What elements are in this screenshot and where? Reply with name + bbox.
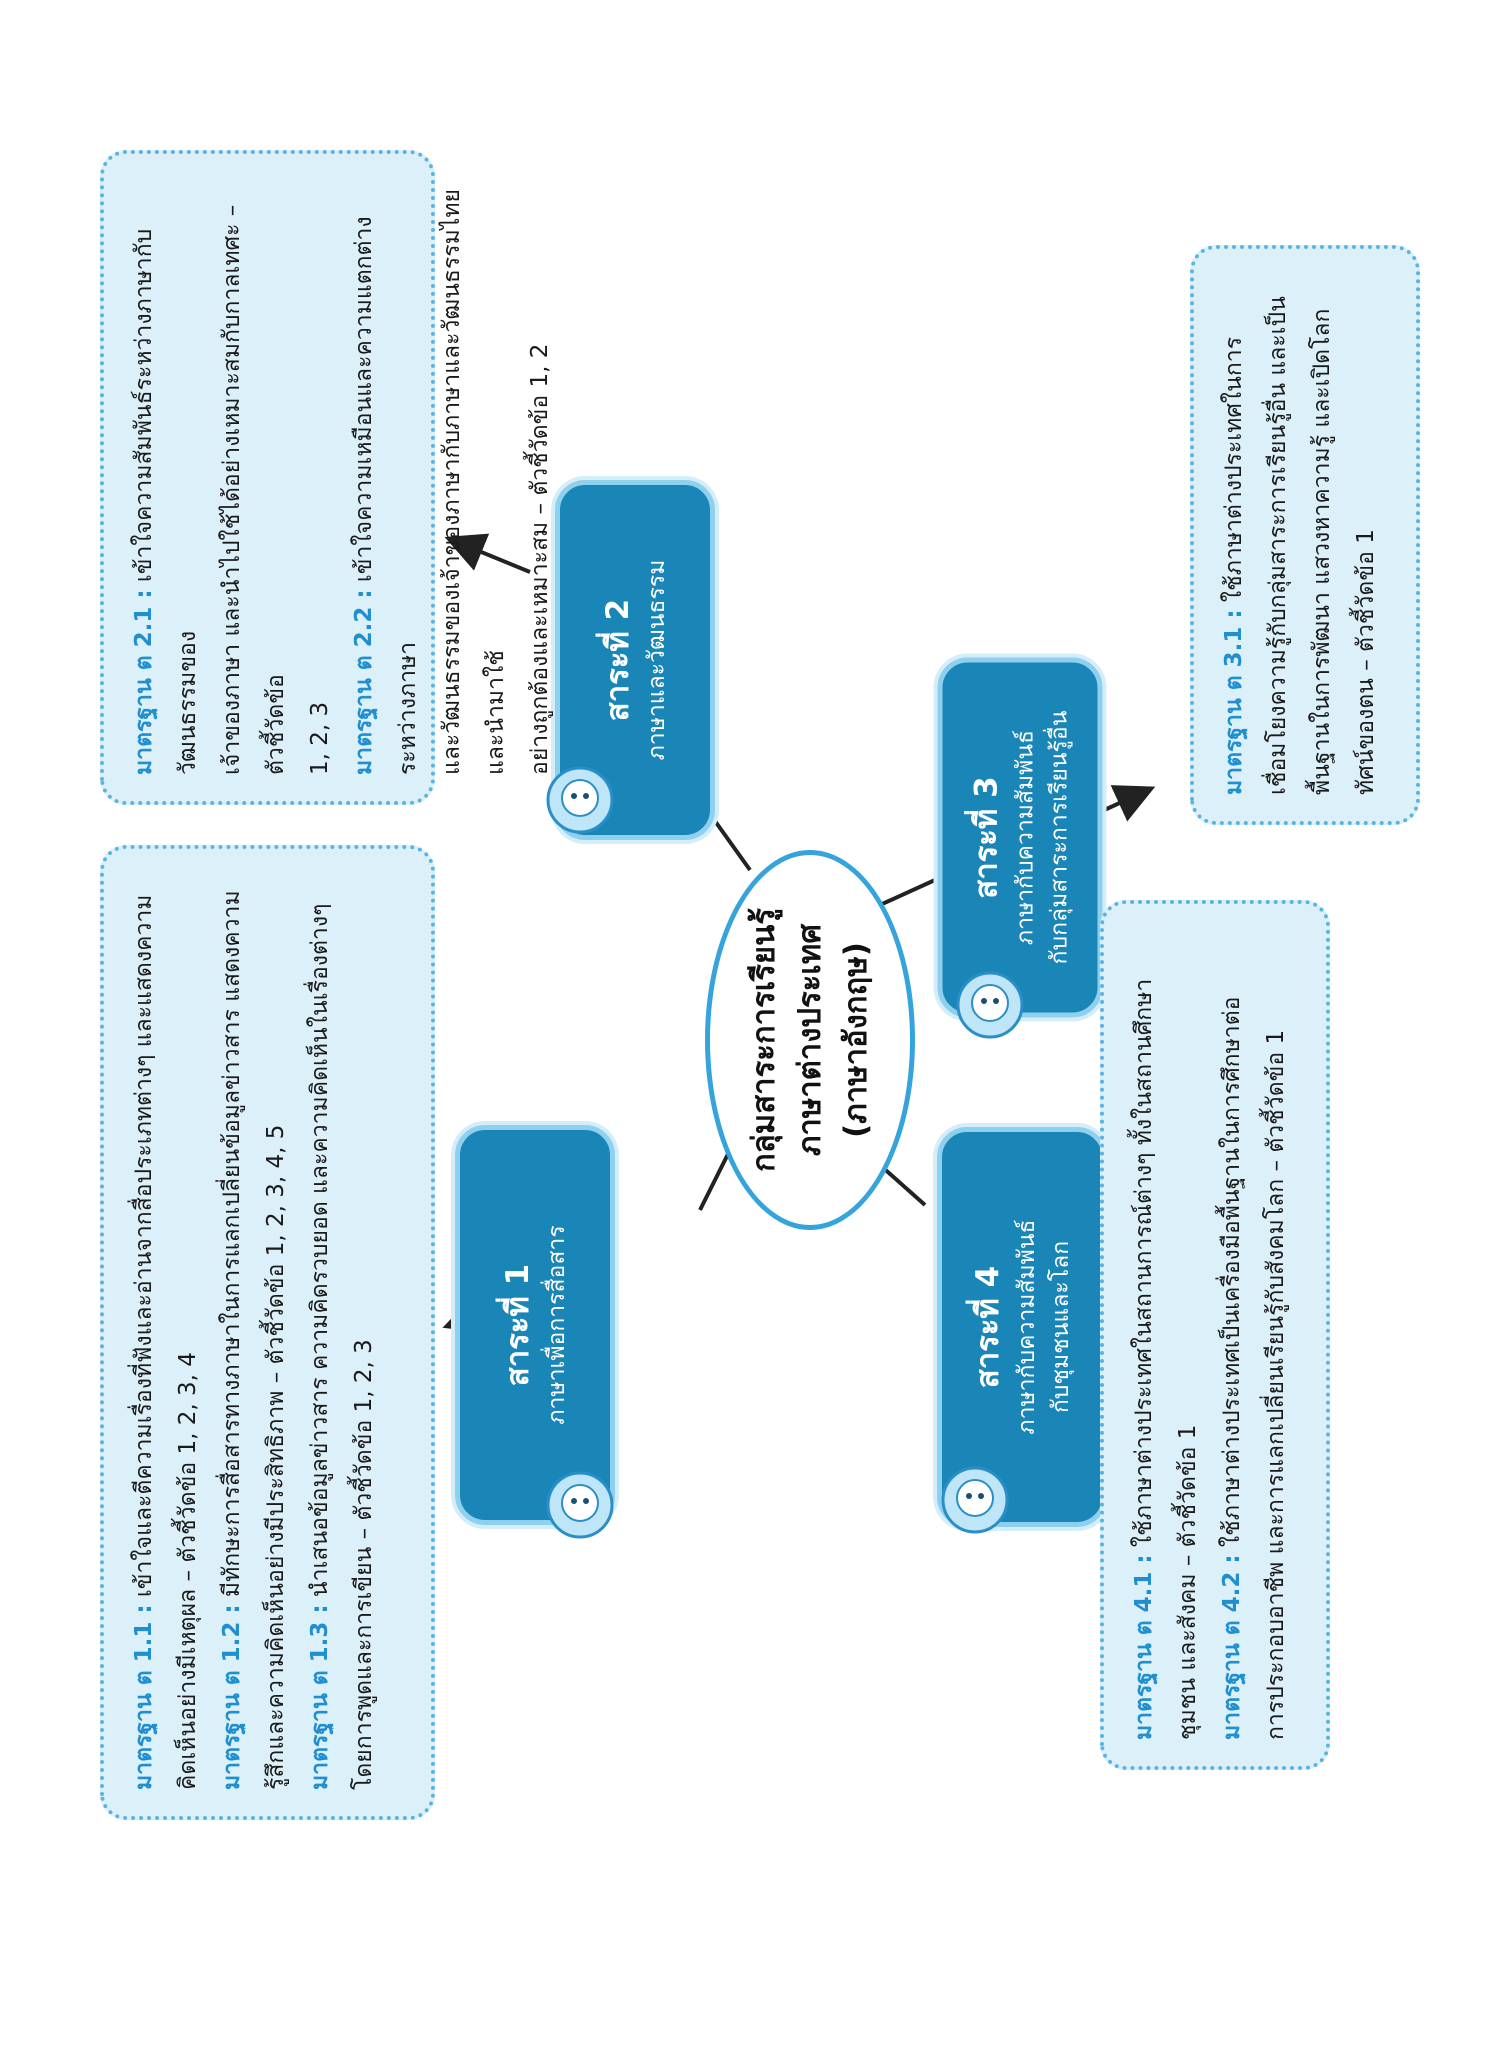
topic-4-title: สาระที่ 4 <box>970 1265 1006 1389</box>
arrow-topic3 <box>1099 785 1156 822</box>
std3-line-4: ทัศน์ของตน – ตัวชี้วัดข้อ 1 <box>1353 529 1379 795</box>
topic-4-sub2: กับชุมชนและโลก <box>1048 1240 1074 1414</box>
std3-line-3: พื้นฐานในการพัฒนา แสวงหาความรู้ และเปิดโ… <box>1309 308 1335 795</box>
mascot-icon <box>546 1471 614 1539</box>
std1-line-6: โดยการพูดและการเขียน – ตัวชี้วัดข้อ 1, 2… <box>351 1339 377 1790</box>
std2-line-1: มาตรฐาน ต 2.1 : เข้าใจความสัมพันธ์ระหว่า… <box>131 228 201 775</box>
mascot-icon <box>956 971 1024 1039</box>
center-node: กลุ่มสาระการเรียนรู้ ภาษาต่างประเทศ (ภาษ… <box>705 850 915 1230</box>
topic-2-title: สาระที่ 2 <box>600 598 636 722</box>
std2-line-6: อย่างถูกต้องและเหมาะสม – ตัวชี้วัดข้อ 1,… <box>527 343 553 775</box>
connector-center-topic3 <box>879 878 936 907</box>
std2-line-5: และวัฒนธรรมของเจ้าของภาษากับภาษาและวัฒนธ… <box>439 188 509 775</box>
std4-line-1: มาตรฐาน ต 4.1 : ใช้ภาษาต่างประเทศในสถานก… <box>1131 978 1157 1740</box>
connector-center-topic4 <box>878 1163 927 1207</box>
standards-box-3: มาตรฐาน ต 3.1 : ใช้ภาษาต่างประเทศในการ เ… <box>1190 245 1420 825</box>
center-line3: (ภาษาอังกฤษ) <box>838 942 874 1138</box>
topic-3-node: สาระที่ 3 ภาษากับความสัมพันธ์ กับกลุ่มสา… <box>937 657 1103 1018</box>
arrow-topic2 <box>444 533 531 574</box>
std1-line-4: รู้สึกและความคิดเห็นอย่างมีประสิทธิภาพ –… <box>263 1124 289 1790</box>
topic-3-title: สาระที่ 3 <box>968 776 1004 899</box>
mascot-icon <box>941 1466 1009 1534</box>
topic-3-sub2: กับกลุ่มสาระการเรียนรู้อื่น <box>1046 710 1072 965</box>
topic-1-sub1: ภาษาเพื่อการสื่อสาร <box>544 1225 570 1425</box>
std2-line-3: 1, 2, 3 <box>307 701 333 775</box>
standards-box-1: มาตรฐาน ต 1.1 : เข้าใจและตีความเรื่องที่… <box>100 845 435 1820</box>
topic-2-sub1: ภาษาและวัฒนธรรม <box>644 559 670 761</box>
center-line1: กลุ่มสาระการเรียนรู้ <box>746 908 782 1172</box>
std4-line-4: การประกอบอาชีพ และการแลกเปลี่ยนเรียนรู้ก… <box>1263 1029 1289 1740</box>
std1-line-1: มาตรฐาน ต 1.1 : เข้าใจและตีความเรื่องที่… <box>131 894 157 1790</box>
std4-line-3: มาตรฐาน ต 4.2 : ใช้ภาษาต่างประเทศเป็นเคร… <box>1219 996 1245 1740</box>
topic-3-sub1: ภาษากับความสัมพันธ์ <box>1012 729 1038 946</box>
center-line2: ภาษาต่างประเทศ <box>792 923 828 1157</box>
mascot-icon <box>546 766 614 834</box>
std1-line-5: มาตรฐาน ต 1.3 : นำเสนอข้อมูลข่าวสาร ความ… <box>307 903 333 1790</box>
std1-line-3: มาตรฐาน ต 1.2 : มีทักษะการสื่อสารทางภาษา… <box>219 890 245 1790</box>
topic-4-sub1: ภาษากับความสัมพันธ์ <box>1014 1219 1040 1435</box>
std4-line-2: ชุมชน และสังคม – ตัวชี้วัดข้อ 1 <box>1175 1424 1201 1740</box>
std3-line-2: เชื่อมโยงความรู้กับกลุ่มสาระการเรียนรู้อ… <box>1265 296 1291 795</box>
std2-line-4: มาตรฐาน ต 2.2 : เข้าใจความเหมือนและความแ… <box>351 216 421 775</box>
standards-box-4: มาตรฐาน ต 4.1 : ใช้ภาษาต่างประเทศในสถานก… <box>1100 900 1330 1770</box>
topic-1-title: สาระที่ 1 <box>500 1263 536 1387</box>
std3-line-1: มาตรฐาน ต 3.1 : ใช้ภาษาต่างประเทศในการ <box>1221 336 1247 795</box>
standards-box-2: มาตรฐาน ต 2.1 : เข้าใจความสัมพันธ์ระหว่า… <box>100 150 553 805</box>
std1-line-2: คิดเห็นอย่างมีเหตุผล – ตัวชี้วัดข้อ 1, 2… <box>175 1352 201 1790</box>
std2-line-2: เจ้าของภาษา และนำไปใช้ได้อย่างเหมาะสมกับ… <box>219 204 289 775</box>
